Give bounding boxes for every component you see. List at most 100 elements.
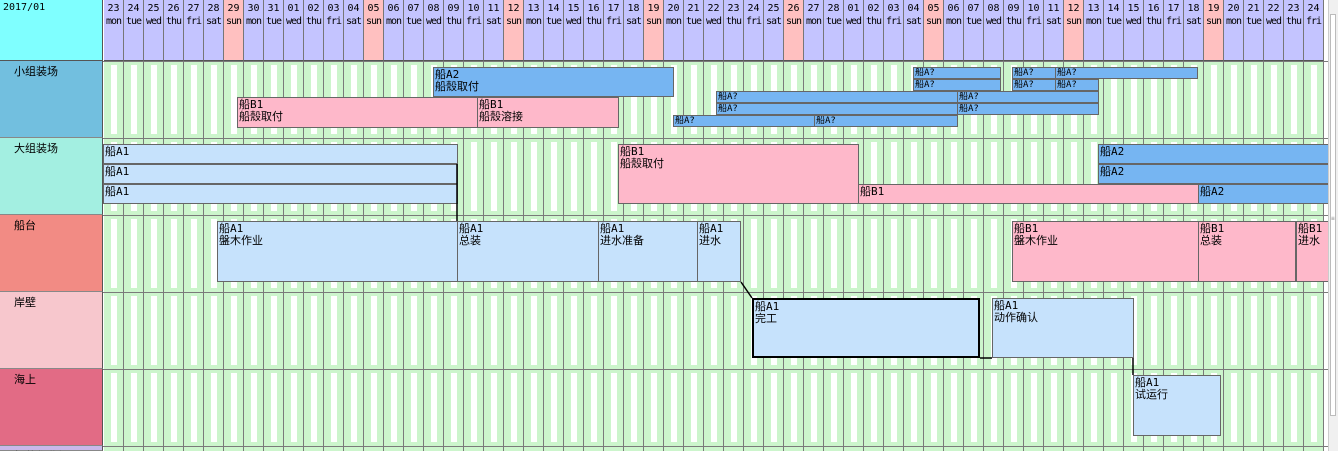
ship-label: 船A? bbox=[1014, 80, 1034, 90]
weekday-name: wed bbox=[985, 16, 1002, 27]
task-bar[interactable]: 船A? bbox=[673, 115, 815, 127]
ship-label: 船A1 bbox=[600, 222, 625, 235]
lane-divider bbox=[103, 446, 1337, 447]
day-stripe bbox=[171, 296, 177, 365]
scrollbar-thumb[interactable] bbox=[1330, 14, 1336, 416]
task-bar[interactable]: 船A? bbox=[716, 103, 958, 115]
day-stripe bbox=[771, 373, 777, 442]
weekday-name: sun bbox=[225, 16, 242, 27]
weekday-name: fri bbox=[605, 16, 622, 27]
vertical-scrollbar[interactable]: ≡ bbox=[1328, 0, 1338, 451]
day-stripe bbox=[131, 373, 137, 442]
ship-label: 船B1 bbox=[1298, 222, 1323, 235]
weekday-name: sun bbox=[505, 16, 522, 27]
day-stripe bbox=[911, 373, 917, 442]
lane-label: 海上 bbox=[0, 369, 103, 446]
day-number: 14 bbox=[547, 3, 560, 14]
task-bar[interactable]: 船A1 bbox=[103, 144, 458, 164]
weekday-name: mon bbox=[245, 16, 262, 27]
day-stripe bbox=[1231, 296, 1237, 365]
day-stripe bbox=[671, 65, 677, 134]
day-stripe bbox=[1011, 142, 1017, 211]
task-bar[interactable]: 船A? bbox=[957, 91, 1099, 103]
ship-label: 船A1 bbox=[699, 222, 724, 235]
day-number: 05 bbox=[367, 3, 380, 14]
day-stripe bbox=[551, 373, 557, 442]
day-number: 13 bbox=[1087, 3, 1100, 14]
grip-icon: ≡ bbox=[1331, 215, 1335, 222]
day-stripe bbox=[1131, 65, 1137, 134]
task-bar[interactable]: 船A? bbox=[1055, 79, 1099, 91]
task-bar[interactable]: 船A? bbox=[913, 67, 1001, 79]
day-stripe bbox=[151, 296, 157, 365]
weekday-name: sun bbox=[785, 16, 802, 27]
weekday-name: thu bbox=[165, 16, 182, 27]
ship-label: 船A1 bbox=[994, 299, 1019, 312]
day-stripe bbox=[271, 296, 277, 365]
task-bar[interactable]: 船A1 bbox=[103, 184, 458, 204]
day-stripe bbox=[611, 142, 617, 211]
task-bar[interactable]: 船A? bbox=[913, 79, 1001, 91]
day-number: 07 bbox=[407, 3, 420, 14]
day-stripe bbox=[551, 142, 557, 211]
day-stripe bbox=[811, 219, 817, 288]
day-stripe bbox=[691, 65, 697, 134]
weekday-name: thu bbox=[445, 16, 462, 27]
task-bar[interactable]: 船A? bbox=[957, 103, 1099, 115]
task-label: 船殼取付 bbox=[435, 80, 479, 93]
ship-label: 船A? bbox=[959, 104, 979, 114]
weekday-name: thu bbox=[1005, 16, 1022, 27]
task-bar[interactable]: 船A2 bbox=[1098, 164, 1338, 184]
day-stripe bbox=[331, 296, 337, 365]
day-stripe bbox=[231, 65, 237, 134]
weekday-name: mon bbox=[525, 16, 542, 27]
day-stripe bbox=[871, 142, 877, 211]
ship-label: 船A1 bbox=[755, 300, 780, 313]
ship-label: 船A? bbox=[718, 92, 738, 102]
day-stripe bbox=[591, 373, 597, 442]
day-stripe bbox=[591, 296, 597, 365]
day-stripe bbox=[751, 373, 757, 442]
task-bar[interactable]: 船A? bbox=[814, 115, 958, 127]
day-stripe bbox=[191, 219, 197, 288]
lane-label: 大组装场 bbox=[0, 138, 103, 215]
day-stripe bbox=[1071, 142, 1077, 211]
day-number: 27 bbox=[807, 3, 820, 14]
task-bar[interactable]: 船A? bbox=[1055, 67, 1198, 79]
day-stripe bbox=[651, 65, 657, 134]
day-stripe bbox=[351, 296, 357, 365]
day-stripe bbox=[111, 373, 117, 442]
day-stripe bbox=[411, 296, 417, 365]
task-bar[interactable]: 船A2 bbox=[1198, 184, 1338, 204]
task-label: 盤木作业 bbox=[219, 234, 263, 247]
day-stripe bbox=[371, 296, 377, 365]
task-bar[interactable]: 船A1 bbox=[103, 164, 458, 184]
day-number: 02 bbox=[307, 3, 320, 14]
day-stripe bbox=[851, 219, 857, 288]
day-stripe bbox=[211, 65, 217, 134]
task-bar[interactable]: 船A2 bbox=[1098, 144, 1338, 164]
task-bar[interactable]: 船B1 bbox=[858, 184, 1199, 204]
day-number: 30 bbox=[247, 3, 260, 14]
weekday-name: fri bbox=[885, 16, 902, 27]
